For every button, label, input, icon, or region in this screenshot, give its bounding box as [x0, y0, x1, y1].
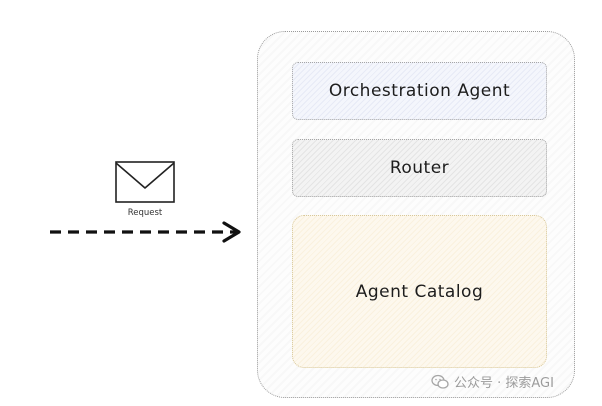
request-arrow — [50, 221, 241, 243]
router-label: Router — [389, 158, 450, 178]
watermark-text: 公众号 · 探索AGI — [454, 376, 554, 391]
watermark: 公众号 · 探索AGI — [431, 372, 554, 391]
agent-catalog-label: Agent Catalog — [355, 281, 484, 302]
request-label: Request — [127, 208, 163, 218]
orchestration-agent-label: Orchestration Agent — [328, 81, 511, 101]
agent-catalog-box: Agent Catalog — [292, 215, 547, 368]
wechat-icon — [431, 374, 449, 389]
router-box: Router — [292, 139, 547, 197]
orchestration-agent-box: Orchestration Agent — [292, 62, 547, 120]
envelope-icon — [115, 161, 175, 203]
